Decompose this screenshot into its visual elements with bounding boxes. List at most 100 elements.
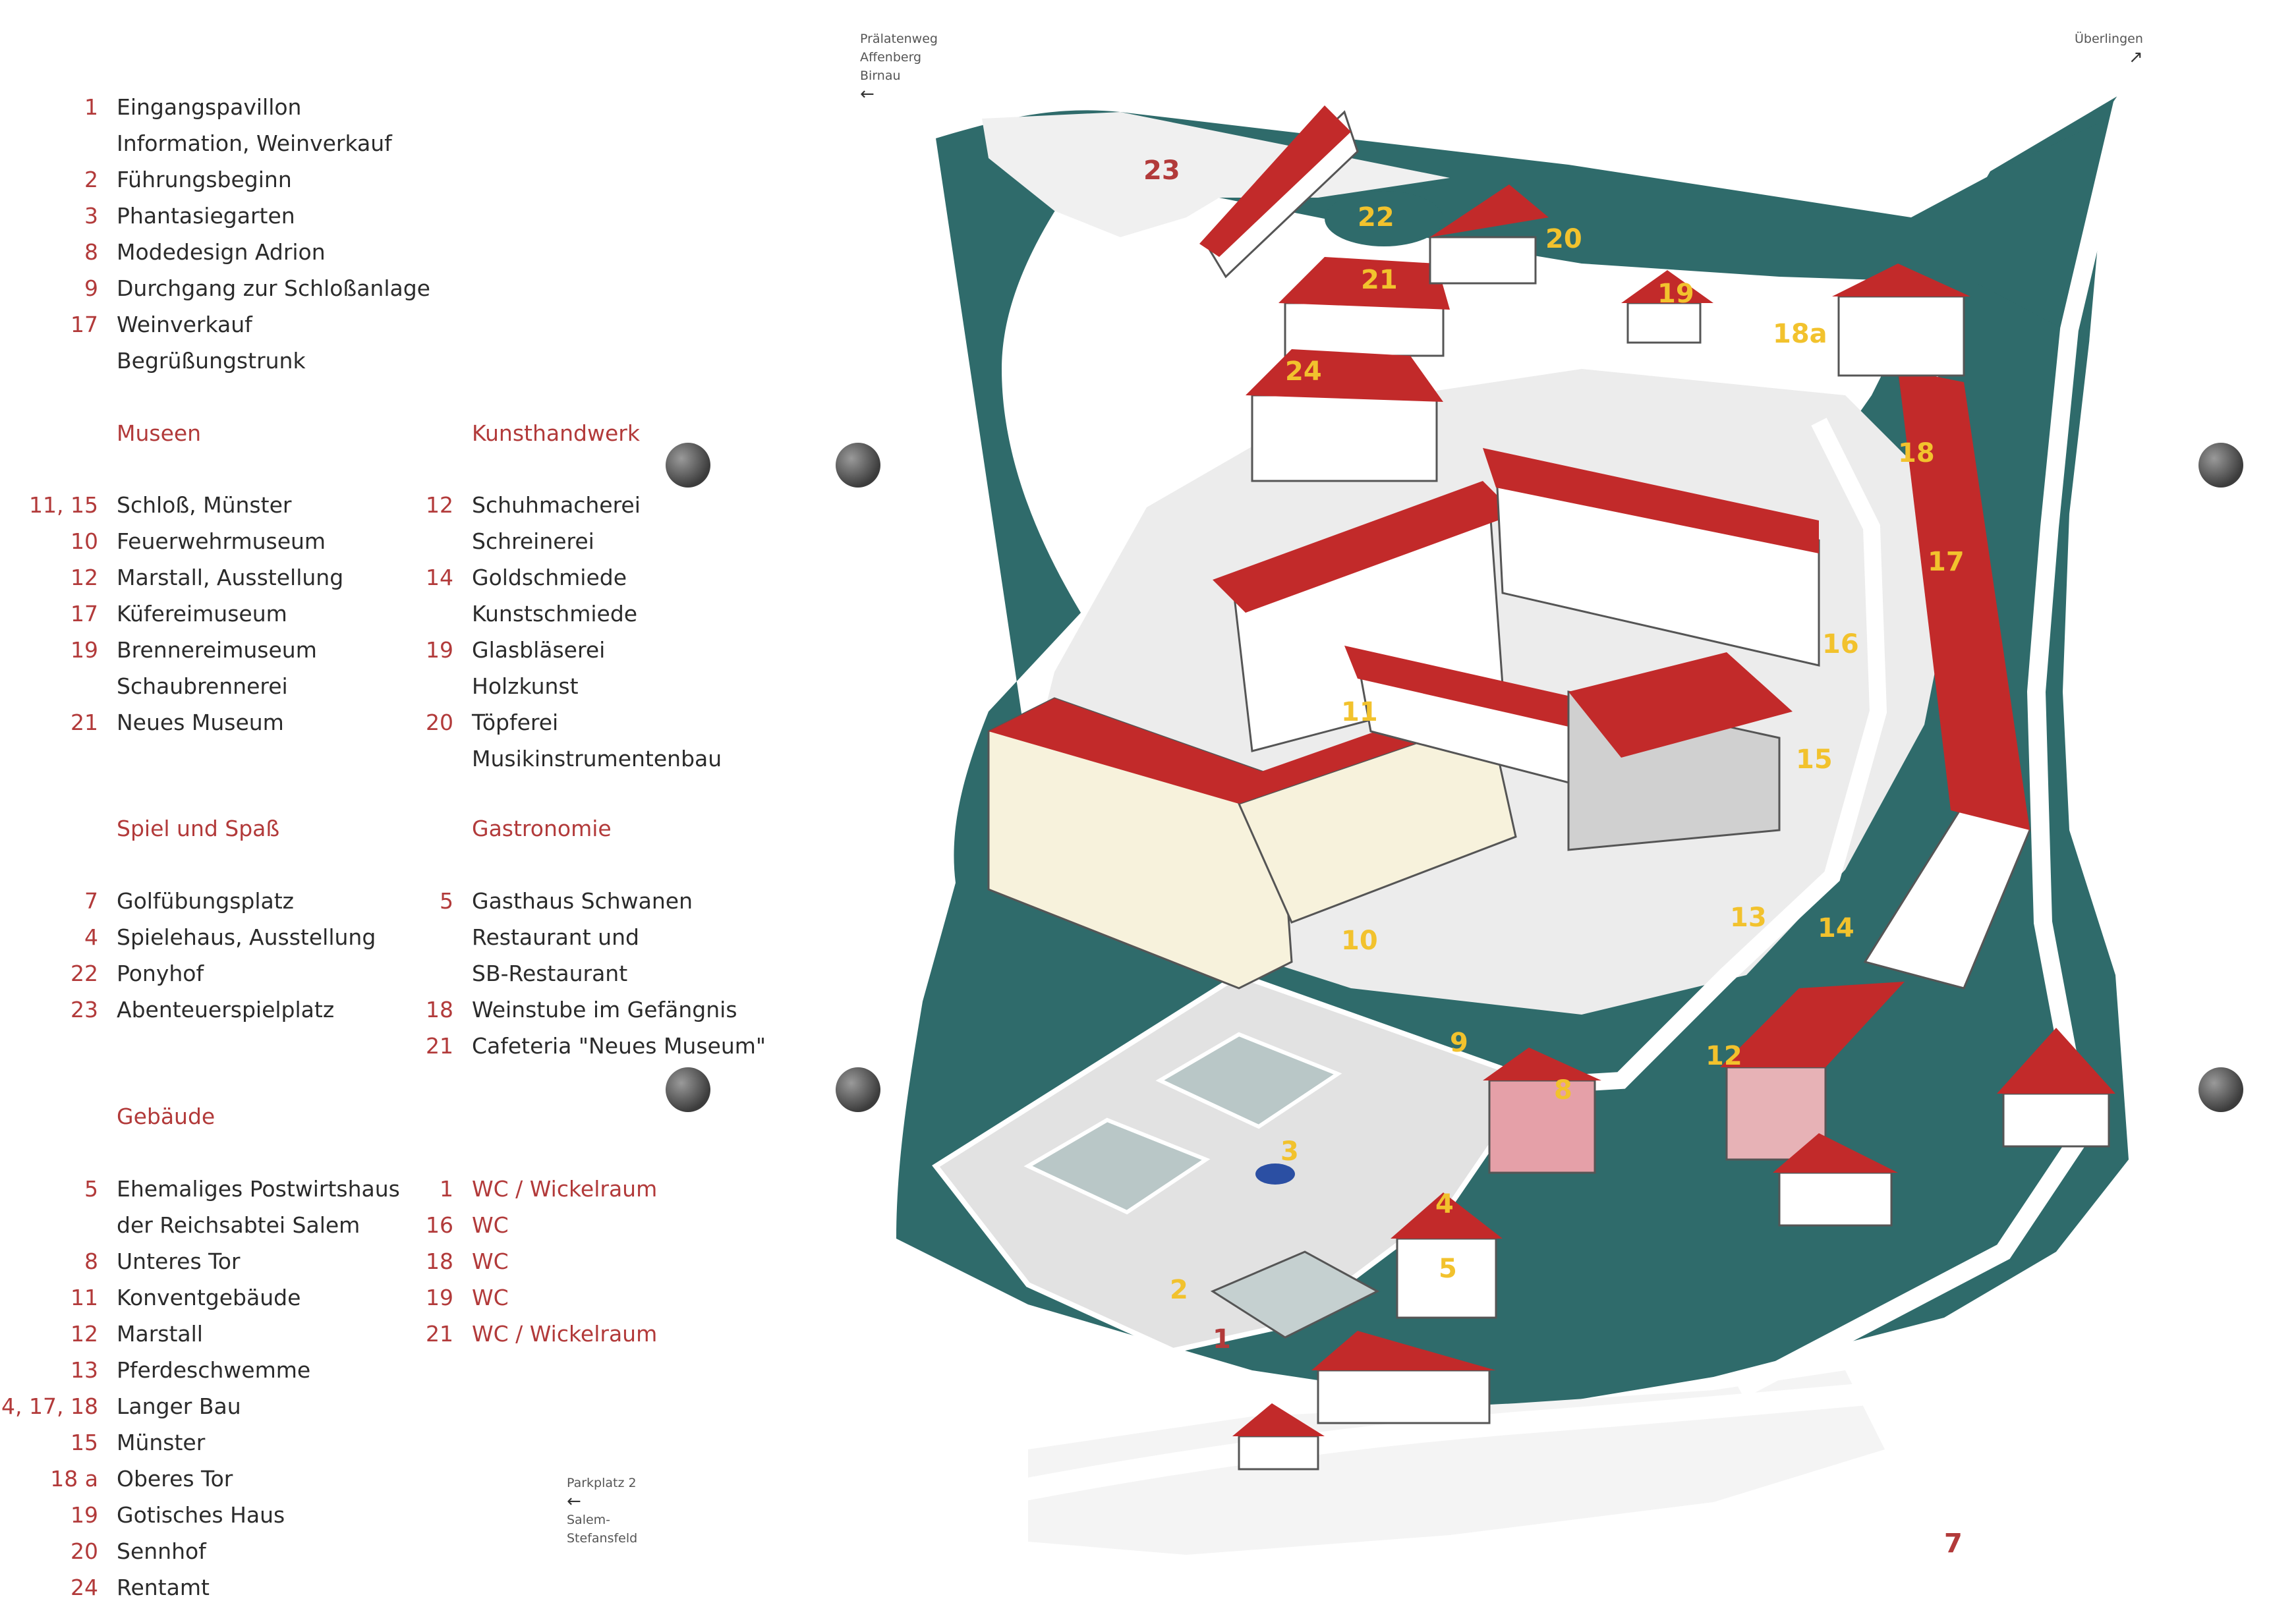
maze-right bbox=[1155, 1032, 1342, 1129]
road-inner bbox=[1508, 418, 1887, 1096]
direction-top-right: Überlingen ↗ bbox=[2075, 32, 2143, 67]
binder-hole-icon bbox=[836, 1067, 880, 1112]
map-label-20: 20 bbox=[1545, 224, 1582, 254]
legend-heading-museen: Museen bbox=[117, 420, 202, 446]
binder-hole-icon bbox=[666, 1067, 710, 1112]
road-main bbox=[577, 1359, 2137, 1606]
direction-bottom-left: Parkplatz 2 ← Salem- Stefansfeld bbox=[567, 1476, 638, 1546]
legend-item: Schaubrennerei bbox=[117, 673, 288, 699]
legend-item: der Reichsabtei Salem bbox=[117, 1212, 360, 1238]
legend-item: Schreinerei bbox=[472, 528, 594, 554]
map-label-22: 22 bbox=[1358, 202, 1394, 233]
buildings bbox=[987, 105, 2115, 1470]
map-label-13: 13 bbox=[1730, 903, 1767, 933]
map-label-8: 8 bbox=[1554, 1075, 1572, 1106]
binder-hole-icon bbox=[836, 443, 880, 488]
binder-hole-icon bbox=[2198, 1067, 2243, 1112]
map-label-2: 2 bbox=[1170, 1275, 1188, 1305]
arrow-left-icon: ← bbox=[860, 84, 875, 104]
legend-item: Holzkunst bbox=[472, 673, 579, 699]
map-label-11: 11 bbox=[1341, 697, 1378, 727]
legend-heading-kunsthandwerk: Kunsthandwerk bbox=[472, 420, 640, 446]
legend-item: Musikinstrumentenbau bbox=[472, 746, 722, 771]
legend-heading-spiel: Spiel und Spaß bbox=[117, 816, 280, 841]
map-label-14: 14 bbox=[1818, 913, 1854, 943]
legend-item: Kunstschmiede bbox=[472, 601, 638, 627]
legend-item: Restaurant und bbox=[472, 924, 639, 950]
map-label-1: 1 bbox=[1213, 1324, 1231, 1355]
road-east bbox=[1735, 21, 2183, 1399]
fountain bbox=[1255, 1163, 1295, 1185]
map-label-7: 7 bbox=[1944, 1528, 1963, 1559]
legend-item: SB-Restaurant bbox=[472, 961, 628, 986]
map-label-12: 12 bbox=[1706, 1041, 1742, 1071]
map-label-23: 23 bbox=[1143, 155, 1180, 186]
map-label-19: 19 bbox=[1657, 279, 1694, 309]
legend-heading-gebaeude: Gebäude bbox=[117, 1104, 215, 1129]
legend-heading-gastronomie: Gastronomie bbox=[472, 816, 612, 841]
map-label-3: 3 bbox=[1280, 1136, 1299, 1167]
map-label-5: 5 bbox=[1439, 1254, 1457, 1284]
map-label-4: 4 bbox=[1435, 1189, 1454, 1219]
map-label-15: 15 bbox=[1796, 744, 1833, 775]
playground-area bbox=[982, 112, 1450, 237]
direction-top-left: Prälatenweg Affenberg Birnau ← bbox=[860, 32, 938, 104]
map-label-21: 21 bbox=[1361, 265, 1398, 295]
map-label-24: 24 bbox=[1285, 356, 1322, 387]
map-label-18a: 18a bbox=[1773, 319, 1827, 349]
legend-item: Information, Weinverkauf bbox=[117, 130, 392, 156]
map-label-10: 10 bbox=[1341, 926, 1378, 956]
map-label-18: 18 bbox=[1898, 438, 1935, 468]
garden-parterre bbox=[932, 972, 1540, 1354]
map-label-17: 17 bbox=[1928, 547, 1965, 577]
legend-item: Begrüßungstrunk bbox=[117, 348, 306, 374]
binder-hole-icon bbox=[666, 443, 710, 488]
arrow-upright-icon: ↗ bbox=[2129, 47, 2143, 67]
map-label-16: 16 bbox=[1822, 629, 1859, 659]
binder-hole-icon bbox=[2198, 443, 2243, 488]
map-label-9: 9 bbox=[1450, 1028, 1468, 1058]
maze-left bbox=[1023, 1117, 1211, 1215]
